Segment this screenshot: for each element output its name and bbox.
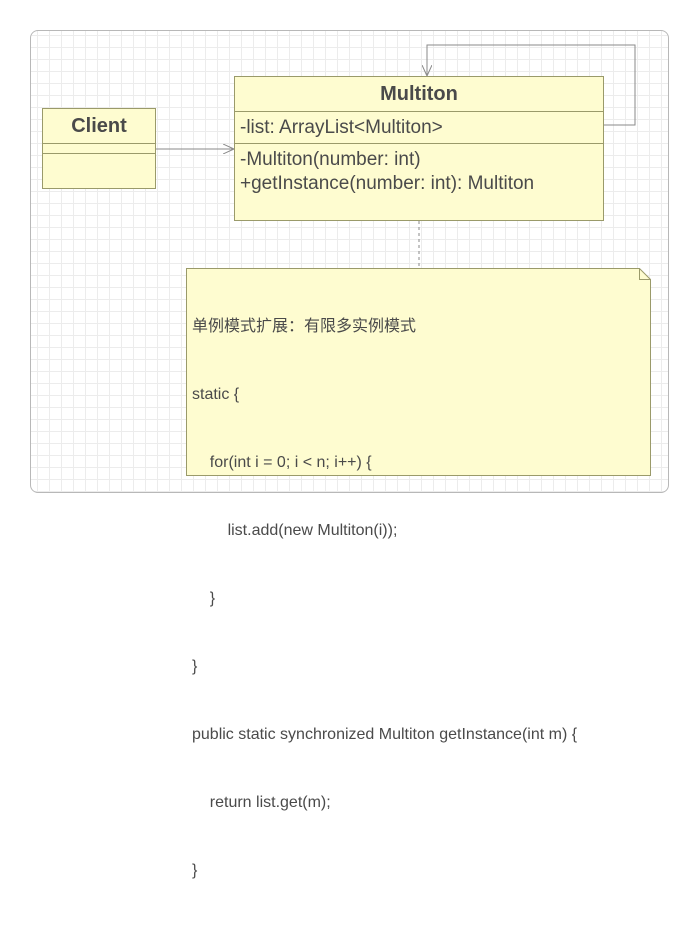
note-line: return list.get(m); [192,794,331,812]
note-line: list.add(new Multiton(i)); [192,521,398,539]
multiton-operations-compartment: -Multiton(number: int) +getInstance(numb… [235,144,603,196]
multiton-self-association[interactable] [427,44,636,126]
connectors-layer [156,44,636,268]
multiton-class-name: Multiton [235,77,603,112]
note-line: } [192,589,216,607]
note-shape [186,268,651,476]
client-class-name: Client [43,109,155,144]
note-line: } [192,657,198,675]
multiton-attribute-list: -list: ArrayList<Multiton> [240,117,443,138]
multiton-operation-constructor: -Multiton(number: int) [240,149,421,170]
client-attributes-compartment [43,144,155,154]
note-line: public static synchronized Multiton getI… [192,726,578,744]
multiton-attributes-compartment: -list: ArrayList<Multiton> [235,112,603,144]
client-class-box[interactable]: Client [42,108,156,189]
note-content: 单例模式扩展：有限多实例模式 static { for(int i = 0; i… [192,270,577,928]
note-line: static { [192,385,240,403]
multiton-operation-getinstance: +getInstance(number: int): Multiton [240,173,535,194]
uml-note[interactable]: 单例模式扩展：有限多实例模式 static { for(int i = 0; i… [186,268,651,879]
multiton-class-box[interactable]: Multiton -list: ArrayList<Multiton> -Mul… [234,76,604,221]
note-title: 单例模式扩展：有限多实例模式 [192,316,417,336]
note-line: for(int i = 0; i < n; i++) { [192,453,372,471]
note-line: } [192,862,198,880]
